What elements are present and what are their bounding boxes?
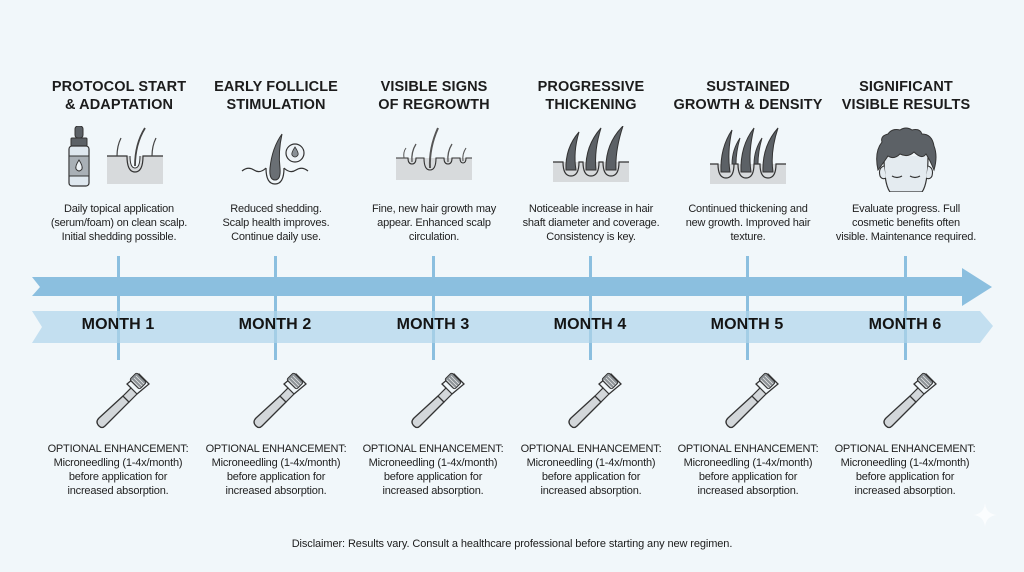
month-label-2: MONTH 2 <box>238 316 312 333</box>
month-label-4: MONTH 4 <box>553 316 627 333</box>
desc-line: Continued thickening and <box>688 203 808 215</box>
optional-line: Microneedling (1-4x/month) <box>53 457 183 469</box>
derma-roller-icon <box>253 372 307 429</box>
desc-line: new growth. Improved hair <box>685 217 811 229</box>
stage-title-line: VISIBLE RESULTS <box>841 97 971 113</box>
stage-title-line: & ADAPTATION <box>64 97 174 113</box>
follicle-with-droplet-icon <box>191 126 361 192</box>
desc-line: (serum/foam) on clean scalp. <box>50 217 188 229</box>
stage-description: Evaluate progress. Full cosmetic benefit… <box>821 202 991 244</box>
desc-line: Continue daily use. <box>231 231 321 243</box>
optional-line: increased absorption. <box>697 485 799 497</box>
desc-line: texture. <box>730 231 766 243</box>
stage-description: Reduced shedding. Scalp health improves.… <box>191 202 361 244</box>
stage-title: SIGNIFICANT VISIBLE RESULTS <box>821 78 991 114</box>
optional-enhancement-note: OPTIONAL ENHANCEMENT: Microneedling (1-4… <box>825 442 985 498</box>
optional-line: Microneedling (1-4x/month) <box>211 457 341 469</box>
stage-title: VISIBLE SIGNS OF REGROWTH <box>349 78 519 114</box>
optional-line: Microneedling (1-4x/month) <box>840 457 970 469</box>
month-label-1: MONTH 1 <box>81 316 155 333</box>
dense-hairs-icon <box>663 126 833 192</box>
desc-line: visible. Maintenance required. <box>835 231 977 243</box>
month-label-3: MONTH 3 <box>396 316 470 333</box>
derma-roller-icon <box>411 372 465 429</box>
optional-line: Microneedling (1-4x/month) <box>683 457 813 469</box>
optional-enhancement-note: OPTIONAL ENHANCEMENT: Microneedling (1-4… <box>511 442 671 498</box>
optional-line: OPTIONAL ENHANCEMENT: <box>677 443 819 455</box>
optional-line: before application for <box>68 471 168 483</box>
optional-line: OPTIONAL ENHANCEMENT: <box>834 443 976 455</box>
stage-month-6: SIGNIFICANT VISIBLE RESULTS Evaluate pro… <box>821 0 991 260</box>
stage-title-line: SUSTAINED <box>706 79 790 95</box>
desc-line: Fine, new hair growth may <box>372 203 496 215</box>
derma-roller-icon <box>883 372 937 429</box>
stage-title-line: VISIBLE SIGNS <box>380 79 488 95</box>
desc-line: shaft diameter and coverage. <box>522 217 660 229</box>
stage-title-line: SIGNIFICANT <box>859 79 953 95</box>
optional-line: OPTIONAL ENHANCEMENT: <box>47 443 189 455</box>
fine-new-hairs-icon <box>349 126 519 192</box>
stage-title-line: GROWTH & DENSITY <box>673 97 823 113</box>
serum-dropper-bottle-and-follicle-icon <box>34 126 204 192</box>
full-hair-head-icon <box>821 126 991 192</box>
optional-line: Microneedling (1-4x/month) <box>368 457 498 469</box>
optional-line: before application for <box>855 471 955 483</box>
derma-roller-icon <box>96 372 150 429</box>
optional-line: Microneedling (1-4x/month) <box>526 457 656 469</box>
stage-title-line: OF REGROWTH <box>378 97 490 113</box>
stage-month-2: EARLY FOLLICLE STIMULATION Reduced shedd… <box>191 0 361 260</box>
stage-title-line: PROTOCOL START <box>51 79 187 95</box>
optional-line: increased absorption. <box>382 485 484 497</box>
desc-line: Initial shedding possible. <box>61 231 177 243</box>
desc-line: Daily topical application <box>64 203 174 215</box>
desc-line: Evaluate progress. Full <box>852 203 960 215</box>
stage-description: Fine, new hair growth may appear. Enhanc… <box>349 202 519 244</box>
optional-enhancement-note: OPTIONAL ENHANCEMENT: Microneedling (1-4… <box>196 442 356 498</box>
optional-enhancement-note: OPTIONAL ENHANCEMENT: Microneedling (1-4… <box>353 442 513 498</box>
stage-month-1: PROTOCOL START & ADAPTATION Daily topica… <box>34 0 204 260</box>
stage-title: EARLY FOLLICLE STIMULATION <box>191 78 361 114</box>
desc-line: Noticeable increase in hair <box>528 203 654 215</box>
thickening-hairs-icon <box>506 126 676 192</box>
optional-line: increased absorption. <box>854 485 956 497</box>
stage-title: SUSTAINED GROWTH & DENSITY <box>663 78 833 114</box>
optional-enhancement-note: OPTIONAL ENHANCEMENT: Microneedling (1-4… <box>668 442 828 498</box>
desc-line: Scalp health improves. <box>222 217 330 229</box>
stage-month-4: PROGRESSIVE THICKENING Noticeable increa… <box>506 0 676 260</box>
desc-line: circulation. <box>408 231 460 243</box>
optional-line: before application for <box>383 471 483 483</box>
optional-line: OPTIONAL ENHANCEMENT: <box>520 443 662 455</box>
desc-line: Consistency is key. <box>546 231 636 243</box>
disclaimer-text: Disclaimer: Results vary. Consult a heal… <box>291 538 733 550</box>
optional-line: OPTIONAL ENHANCEMENT: <box>362 443 504 455</box>
optional-enhancement-note: OPTIONAL ENHANCEMENT: Microneedling (1-4… <box>38 442 198 498</box>
stage-title-line: PROGRESSIVE <box>537 79 645 95</box>
optional-line: before application for <box>226 471 326 483</box>
stage-description: Noticeable increase in hair shaft diamet… <box>506 202 676 244</box>
desc-line: Reduced shedding. <box>230 203 322 215</box>
month-label-6: MONTH 6 <box>868 316 942 333</box>
derma-roller-icon <box>568 372 622 429</box>
optional-line: increased absorption. <box>225 485 327 497</box>
stage-description: Continued thickening and new growth. Imp… <box>663 202 833 244</box>
stage-title-line: STIMULATION <box>226 97 326 113</box>
derma-roller-icon <box>725 372 779 429</box>
stage-title-line: THICKENING <box>545 97 637 113</box>
stage-month-5: SUSTAINED GROWTH & DENSITY Continued thi… <box>663 0 833 260</box>
optional-line: increased absorption. <box>540 485 642 497</box>
stage-title-line: EARLY FOLLICLE <box>214 79 338 95</box>
optional-line: before application for <box>698 471 798 483</box>
optional-line: increased absorption. <box>67 485 169 497</box>
desc-line: cosmetic benefits often <box>852 217 960 229</box>
stage-description: Daily topical application (serum/foam) o… <box>34 202 204 244</box>
stage-title: PROTOCOL START & ADAPTATION <box>34 78 204 114</box>
desc-line: appear. Enhanced scalp <box>377 217 491 229</box>
stage-month-3: VISIBLE SIGNS OF REGROWTH Fine, new hair… <box>349 0 519 260</box>
stage-title: PROGRESSIVE THICKENING <box>506 78 676 114</box>
optional-line: OPTIONAL ENHANCEMENT: <box>205 443 347 455</box>
sparkle-icon <box>973 503 997 527</box>
optional-line: before application for <box>541 471 641 483</box>
month-label-5: MONTH 5 <box>710 316 784 333</box>
